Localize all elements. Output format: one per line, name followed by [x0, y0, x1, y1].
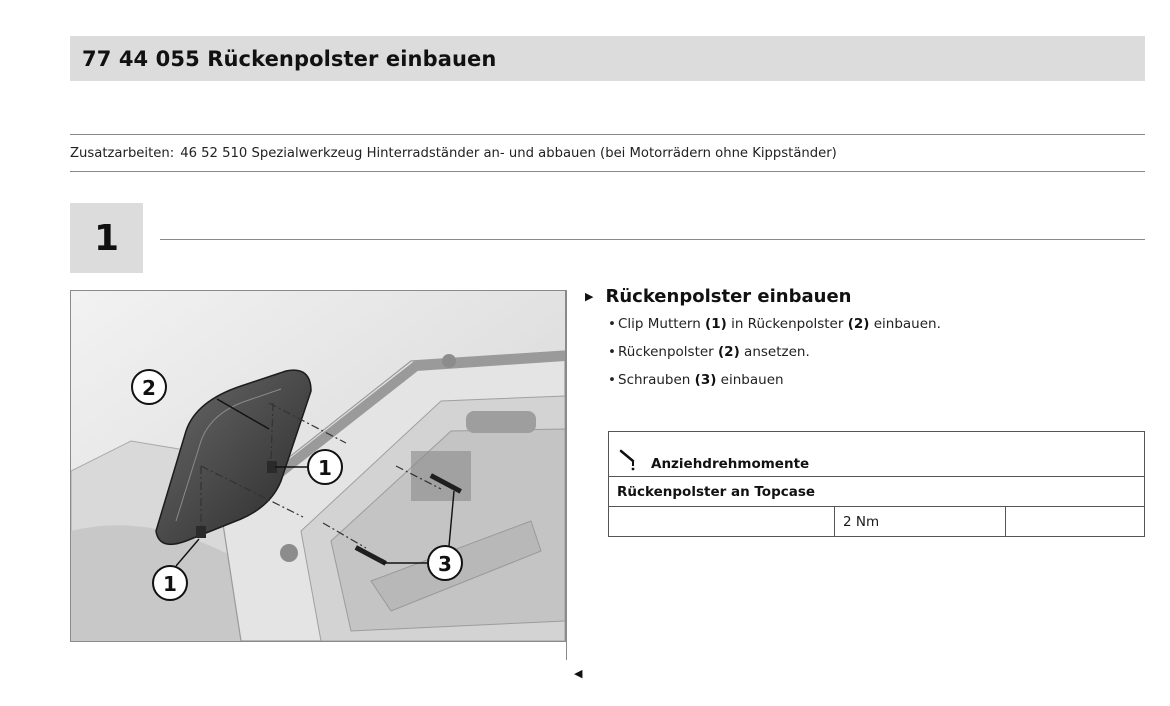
torque-cell-empty [608, 506, 835, 537]
additional-work-label: Zusatzarbeiten: [70, 145, 175, 161]
instruction-heading: Rückenpolster einbauen [605, 286, 852, 307]
bullet-icon: • [608, 316, 616, 332]
svg-text:1: 1 [163, 572, 177, 596]
step-item: •Rückenpolster (2) ansetzen. [608, 344, 810, 360]
callout-1-upper: 1 [307, 449, 343, 485]
torque-item-label: Rückenpolster an Topcase [608, 476, 1145, 507]
svg-text:2: 2 [142, 376, 156, 400]
step-divider [160, 239, 1145, 240]
bullet-icon: • [608, 372, 616, 388]
assembly-figure: 2 1 1 3 [70, 290, 566, 642]
torque-wrench-icon [619, 449, 635, 471]
torque-cell-extra [1005, 506, 1145, 537]
callout-1-lower: 1 [152, 565, 188, 601]
svg-text:3: 3 [438, 552, 452, 576]
additional-work: Zusatzarbeiten: 46 52 510 Spezialwerkzeu… [70, 134, 1145, 172]
bullet-icon: • [608, 344, 616, 360]
torque-table-header: Anziehdrehmomente [608, 431, 1145, 477]
instruction-steps: •Clip Muttern (1) in Rückenpolster (2) e… [585, 315, 1145, 389]
additional-work-text: 46 52 510 Spezialwerkzeug Hinterradständ… [180, 145, 837, 161]
instruction-arrow-icon: ▶ [585, 290, 594, 303]
torque-table: Anziehdrehmomente Rückenpolster an Topca… [608, 431, 1145, 537]
step-number-box: 1 [70, 203, 143, 273]
instruction-block: ▶ Rückenpolster einbauen •Clip Muttern (… [585, 286, 1145, 399]
end-marker-icon: ◀ [574, 667, 583, 680]
step-item: •Schrauben (3) einbauen [608, 372, 784, 388]
torque-value: 2 Nm [834, 506, 1006, 537]
svg-text:1: 1 [318, 456, 332, 480]
callout-2: 2 [131, 369, 167, 405]
callout-3: 3 [427, 545, 463, 581]
torque-table-title: Anziehdrehmomente [651, 456, 810, 472]
page-title: 77 44 055 Rückenpolster einbauen [82, 46, 497, 71]
step-item: •Clip Muttern (1) in Rückenpolster (2) e… [608, 316, 941, 332]
assembly-illustration: 2 1 1 3 [71, 291, 565, 641]
title-bar: 77 44 055 Rückenpolster einbauen [70, 36, 1145, 81]
step-number: 1 [93, 217, 120, 259]
column-divider [566, 290, 567, 660]
